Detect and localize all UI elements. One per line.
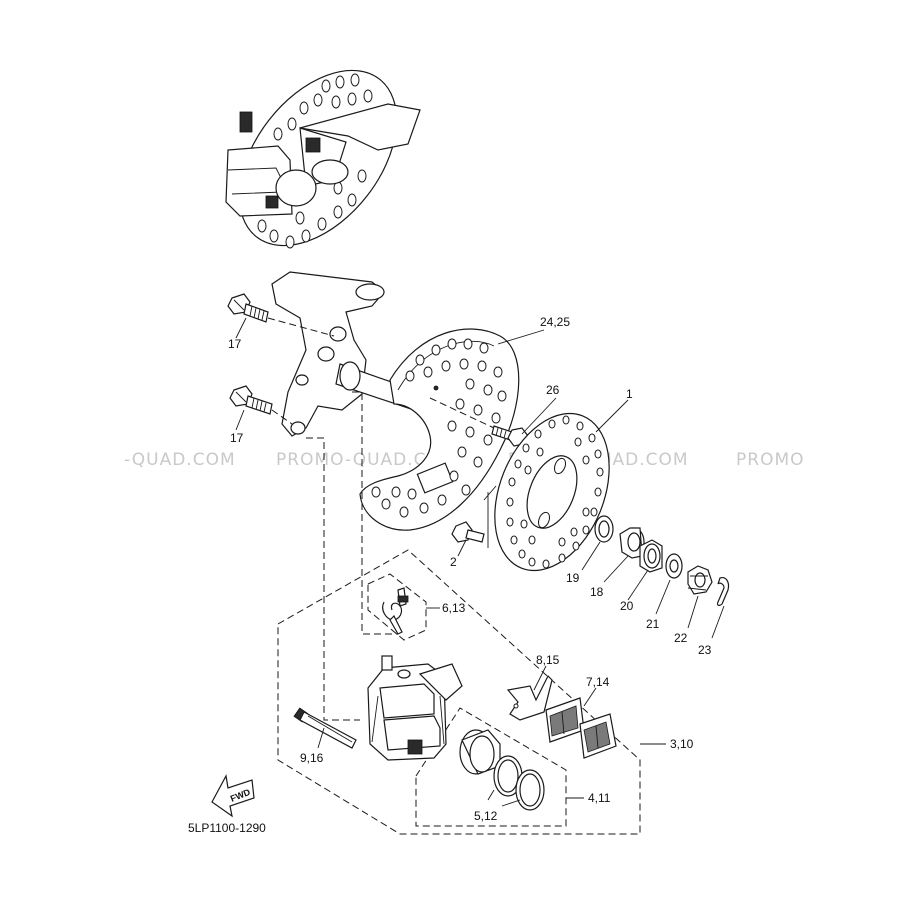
disc-align-mark (483, 485, 497, 548)
nut-22 (687, 565, 713, 595)
label-4-11: 4,11 (588, 791, 611, 805)
label-2: 2 (450, 555, 457, 569)
bleed-kit-frame (367, 573, 427, 641)
cotter-pin-23 (716, 577, 730, 606)
label-1: 1 (626, 387, 633, 401)
shield-plate (359, 328, 520, 531)
disc-holes (506, 415, 604, 569)
steering-knuckle (271, 271, 421, 437)
assembled-knuckle-arm (299, 103, 421, 151)
knuckle-to-caliper-line (306, 437, 360, 721)
leader-lines (235, 317, 725, 807)
bolt-2 (451, 521, 485, 543)
shield-holes (371, 338, 507, 518)
bolt-17-lower (229, 385, 273, 415)
label-17-lower: 17 (230, 431, 244, 445)
assembled-hub-flange (311, 159, 349, 185)
caliper-piston (459, 729, 501, 775)
brake-shield (359, 328, 520, 531)
label-3-10: 3,10 (670, 737, 694, 751)
knuckle-mid-hole (317, 346, 335, 362)
disc-inner (526, 455, 578, 529)
fwd-arrow: FWD (211, 774, 255, 818)
caliper-bleed-nipple (381, 655, 393, 671)
bolt-17-upper (227, 293, 269, 323)
knuckle-spindle-collar (339, 361, 361, 391)
pad-spring-8-15 (506, 674, 553, 721)
label-18: 18 (590, 585, 604, 599)
label-26: 26 (546, 383, 560, 397)
label-22: 22 (674, 631, 688, 645)
bolt-26-axis (429, 397, 495, 429)
brake-disc-1 (494, 412, 610, 572)
bearing-18 (619, 527, 645, 559)
assembled-bleed (265, 195, 279, 209)
watermark-1: -QUAD.COM (124, 450, 236, 470)
label-23: 23 (698, 643, 712, 657)
watermark-4: PROMO (736, 450, 805, 470)
watermark-2: PROMO-QUAD.COM (276, 450, 457, 470)
knuckle-upper-hole (329, 326, 347, 342)
assembled-nut (305, 137, 321, 153)
part-labels: 17 17 24,25 26 1 2 19 18 20 21 22 23 6,1… (228, 315, 712, 823)
label-7-14: 7,14 (586, 675, 610, 689)
label-5-12: 5,12 (474, 809, 498, 823)
label-20: 20 (620, 599, 634, 613)
shield-window (416, 462, 454, 494)
spindle-to-caliper-line (352, 391, 398, 635)
bleed-screw-6-13 (382, 587, 409, 635)
label-9-16: 9,16 (300, 751, 324, 765)
washer-21 (665, 553, 683, 579)
brake-pad-inner (545, 697, 585, 743)
bolt-17-upper-axis (267, 317, 335, 337)
label-24-25: 24,25 (540, 315, 570, 329)
assembled-caliper-piston (275, 169, 317, 207)
assembled-bolt (239, 111, 253, 133)
label-19: 19 (566, 571, 580, 585)
knuckle-side-boss (295, 374, 309, 386)
label-6-13: 6,13 (442, 601, 466, 615)
caliper-body (367, 655, 463, 761)
label-8-15: 8,15 (536, 653, 560, 667)
seal-19 (594, 515, 614, 543)
piston-seal-2 (515, 769, 545, 811)
fwd-arrow-shape (211, 774, 255, 818)
brake-pad-outer (579, 713, 617, 759)
knuckle-top-boss (355, 283, 385, 301)
label-21: 21 (646, 617, 660, 631)
pin-bolt-9-16 (293, 707, 357, 749)
knuckle-lower-hole (290, 421, 306, 435)
assembled-brake-view (225, 69, 421, 249)
bolt-17-lower-axis (271, 409, 293, 425)
spacer-20 (639, 539, 663, 573)
piston-seal-1 (493, 755, 523, 797)
caliper-kit-frame (277, 549, 641, 835)
label-17-upper: 17 (228, 337, 242, 351)
drawing-code: 5LP1100-1290 (188, 821, 266, 835)
